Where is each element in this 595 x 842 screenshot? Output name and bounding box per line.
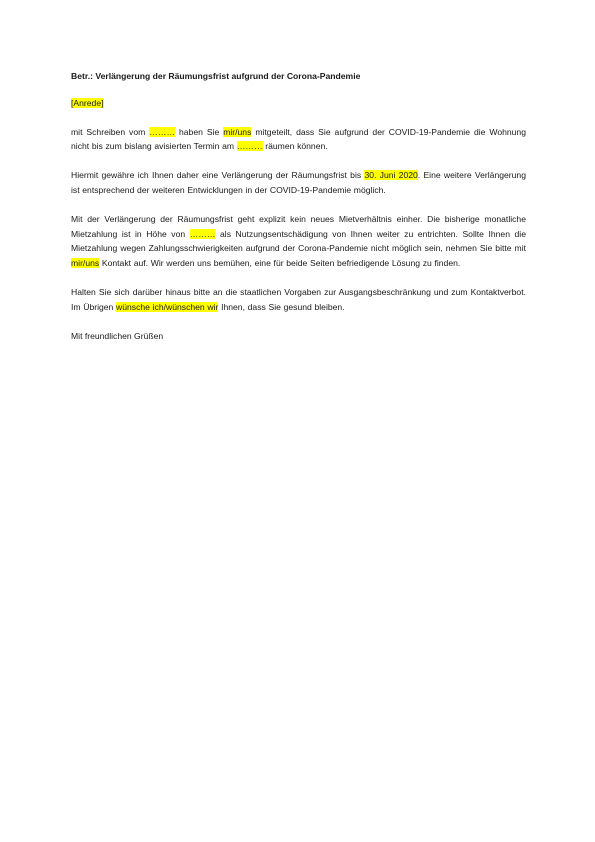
- p4-text-1: Halten Sie sich darüber hinaus bitte an …: [71, 287, 526, 312]
- p4-text-2: Ihnen, dass Sie gesund bleiben.: [218, 301, 345, 312]
- date-placeholder-termin: ………: [236, 141, 263, 152]
- p1-text-3: mitgeteilt, dass Sie aufgrund der COVID-…: [71, 126, 526, 152]
- salutation-placeholder: [Anrede]: [71, 98, 104, 108]
- p1-text-1: mit Schreiben vom: [71, 126, 150, 137]
- p3-text-1: Mit der Verlängerung der Räumungsfrist g…: [71, 214, 526, 239]
- pronoun-placeholder-contact: mir/uns: [71, 257, 100, 268]
- paragraph-payment: Mit der Verlängerung der Räumungsfrist g…: [71, 212, 526, 270]
- p3-text-2: als Nutzungsentschädigung von Ihnen weit…: [71, 228, 526, 254]
- paragraph-notice: mit Schreiben vom ……… haben Sie mir/uns …: [71, 125, 526, 154]
- deadline-date: 30. Juni 2020: [364, 170, 418, 181]
- p3-text-3: Kontakt auf. Wir werden uns bemühen, ein…: [99, 257, 461, 268]
- p2-text-2: . Eine weitere Verlängerung ist entsprec…: [71, 170, 526, 195]
- letter-salutation: [Anrede]: [71, 96, 526, 111]
- letter-page: Betr.: Verlängerung der Räumungsfrist au…: [71, 70, 526, 344]
- wish-placeholder: wünsche ich/wünschen wir: [116, 301, 219, 312]
- paragraph-regulations: Halten Sie sich darüber hinaus bitte an …: [71, 285, 526, 314]
- amount-placeholder: ………: [189, 228, 216, 239]
- pronoun-placeholder: mir/uns: [223, 126, 252, 137]
- p1-text-2: haben Sie: [175, 126, 224, 137]
- paragraph-extension: Hiermit gewähre ich Ihnen daher eine Ver…: [71, 168, 526, 197]
- date-placeholder-letter: ………: [149, 126, 176, 137]
- p1-text-4: räumen können.: [262, 141, 328, 152]
- letter-closing: Mit freundlichen Grüßen: [71, 330, 164, 341]
- p2-text-1: Hiermit gewähre ich Ihnen daher eine Ver…: [71, 170, 365, 181]
- letter-subject: Betr.: Verlängerung der Räumungsfrist au…: [71, 71, 361, 81]
